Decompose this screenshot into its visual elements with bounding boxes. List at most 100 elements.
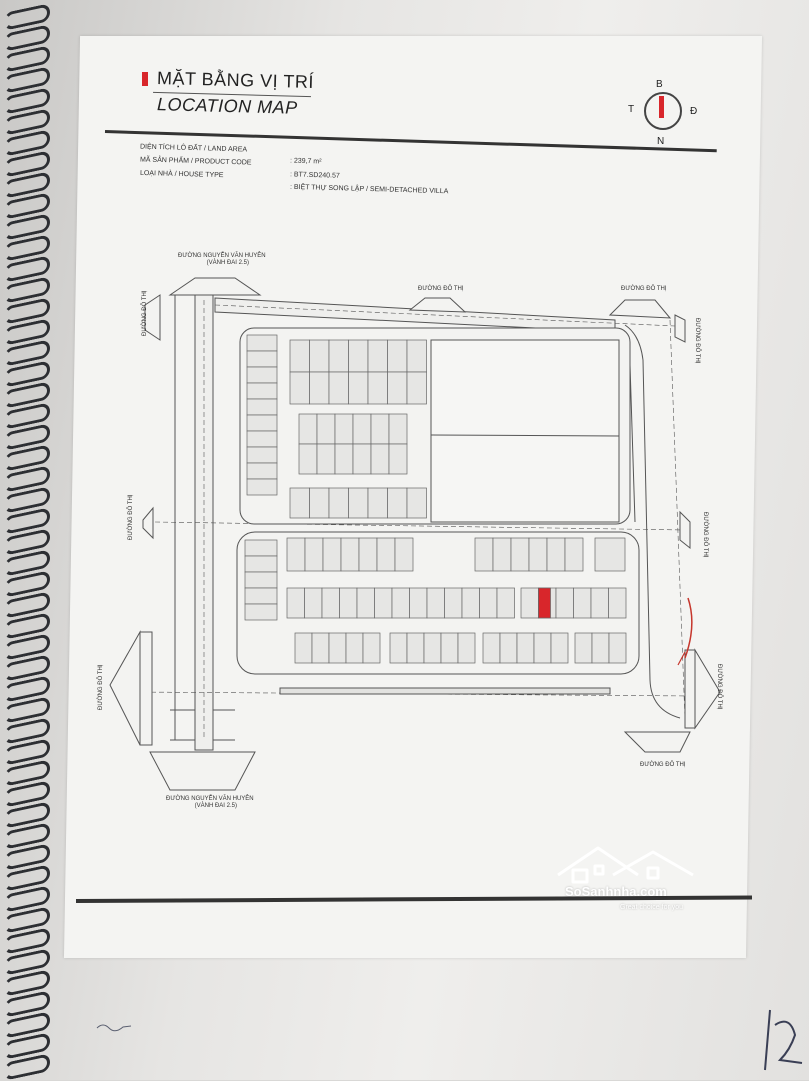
lot bbox=[370, 413, 390, 445]
lot bbox=[423, 632, 442, 664]
lot bbox=[246, 462, 278, 480]
lot bbox=[367, 487, 388, 519]
lot bbox=[594, 537, 626, 572]
lot bbox=[426, 587, 445, 619]
lot bbox=[316, 413, 336, 445]
gate-bottom-right bbox=[623, 731, 691, 753]
lot bbox=[406, 632, 425, 664]
lot bbox=[510, 537, 530, 572]
lot bbox=[356, 587, 375, 619]
compass-needle-icon bbox=[659, 96, 664, 118]
sosanhnha-logo bbox=[557, 846, 694, 884]
street-label-left-upper: ĐƯỜNG ĐÔ THỊ bbox=[142, 290, 148, 337]
lot bbox=[574, 632, 593, 664]
selected-lot bbox=[538, 587, 551, 619]
lot bbox=[246, 350, 278, 368]
street-label-top-right: ĐƯỜNG ĐÔ THỊ bbox=[621, 286, 667, 292]
lot bbox=[246, 382, 278, 400]
lot bbox=[479, 587, 498, 619]
street-label-left-middle: ĐƯỜNG ĐÔ THỊ bbox=[128, 494, 134, 541]
lot bbox=[528, 537, 548, 572]
handwritten-mark-corner bbox=[764, 1009, 803, 1071]
lot bbox=[348, 487, 369, 519]
lot bbox=[492, 537, 512, 572]
gate-left-lower bbox=[109, 630, 141, 746]
lot bbox=[352, 443, 372, 475]
compass-west: T bbox=[628, 104, 635, 115]
lot bbox=[246, 414, 278, 432]
lot bbox=[362, 632, 381, 664]
lot bbox=[304, 587, 323, 619]
lot bbox=[564, 537, 584, 572]
lot bbox=[499, 632, 518, 664]
lot bbox=[348, 339, 369, 373]
lot bbox=[590, 587, 609, 619]
lot bbox=[374, 587, 393, 619]
lot bbox=[328, 632, 347, 664]
gate-right-lower-bar bbox=[684, 649, 696, 729]
lot bbox=[406, 487, 427, 519]
site-plan-map bbox=[109, 277, 721, 791]
pen-scribble bbox=[96, 1024, 132, 1032]
lot bbox=[286, 537, 306, 572]
lot bbox=[321, 587, 340, 619]
lot bbox=[406, 371, 427, 405]
lot bbox=[367, 339, 388, 373]
lot bbox=[289, 339, 310, 373]
gate-right-upper bbox=[674, 314, 686, 343]
lot bbox=[244, 539, 278, 557]
handwritten-red-mark bbox=[684, 597, 693, 659]
lot bbox=[406, 339, 427, 373]
lot bbox=[244, 555, 278, 573]
lot bbox=[389, 632, 408, 664]
street-label-bottom-right: ĐƯỜNG ĐÔ THỊ bbox=[640, 762, 686, 768]
street-ring-road-bottom: (VÀNH ĐAI 2.5) bbox=[194, 803, 237, 809]
street-name-nguyen-van-huyen-bottom: ĐƯỜNG NGUYỄN VĂN HUYÊN bbox=[166, 796, 254, 802]
street-label-bottom-left: ĐƯỜNG NGUYỄN VĂN HUYÊN (VÀNH ĐAI 2.5) bbox=[166, 796, 254, 810]
lot bbox=[573, 587, 592, 619]
lot bbox=[367, 371, 388, 405]
gate-bottom-left bbox=[149, 751, 256, 791]
lot bbox=[387, 487, 408, 519]
title-english: LOCATION MAP bbox=[156, 94, 298, 118]
street-label-right-middle: ĐƯỜNG ĐÔ THỊ bbox=[702, 512, 708, 558]
lot bbox=[286, 587, 305, 619]
lot bbox=[608, 632, 627, 664]
lot bbox=[244, 571, 278, 589]
lot bbox=[289, 371, 310, 405]
lot bbox=[482, 632, 501, 664]
lot bbox=[309, 371, 330, 405]
lot bbox=[496, 587, 515, 619]
lot bbox=[352, 413, 372, 445]
open-land-parcel bbox=[430, 339, 620, 523]
lot bbox=[244, 603, 278, 621]
lot bbox=[376, 537, 396, 572]
logo-tagline: Great choice for you bbox=[620, 904, 684, 911]
lot bbox=[409, 587, 428, 619]
lot bbox=[340, 537, 360, 572]
lot bbox=[387, 371, 408, 405]
street-label-top-center: ĐƯỜNG ĐÔ THỊ bbox=[418, 286, 464, 292]
gate-left-middle bbox=[142, 506, 154, 540]
lot bbox=[591, 632, 610, 664]
logo-wordmark: SoSanhnha.com bbox=[565, 884, 667, 899]
spiral-binding bbox=[0, 0, 60, 1081]
lot bbox=[546, 537, 566, 572]
gate-top-right bbox=[608, 299, 672, 319]
lot bbox=[608, 587, 627, 619]
lot bbox=[388, 413, 408, 445]
lot bbox=[328, 487, 349, 519]
lot bbox=[457, 632, 476, 664]
lot bbox=[322, 537, 342, 572]
lot bbox=[370, 443, 390, 475]
lot bbox=[246, 446, 278, 464]
title-accent-bar bbox=[142, 72, 148, 86]
compass-east: Đ bbox=[690, 106, 698, 117]
lot bbox=[391, 587, 410, 619]
lot bbox=[304, 537, 324, 572]
street-label-top-left: ĐƯỜNG NGUYỄN VĂN HUYÊN (VÀNH ĐAI 2.5) bbox=[178, 253, 266, 267]
lot bbox=[246, 478, 278, 496]
lot bbox=[289, 487, 310, 519]
lot bbox=[555, 587, 574, 619]
lot bbox=[550, 632, 569, 664]
